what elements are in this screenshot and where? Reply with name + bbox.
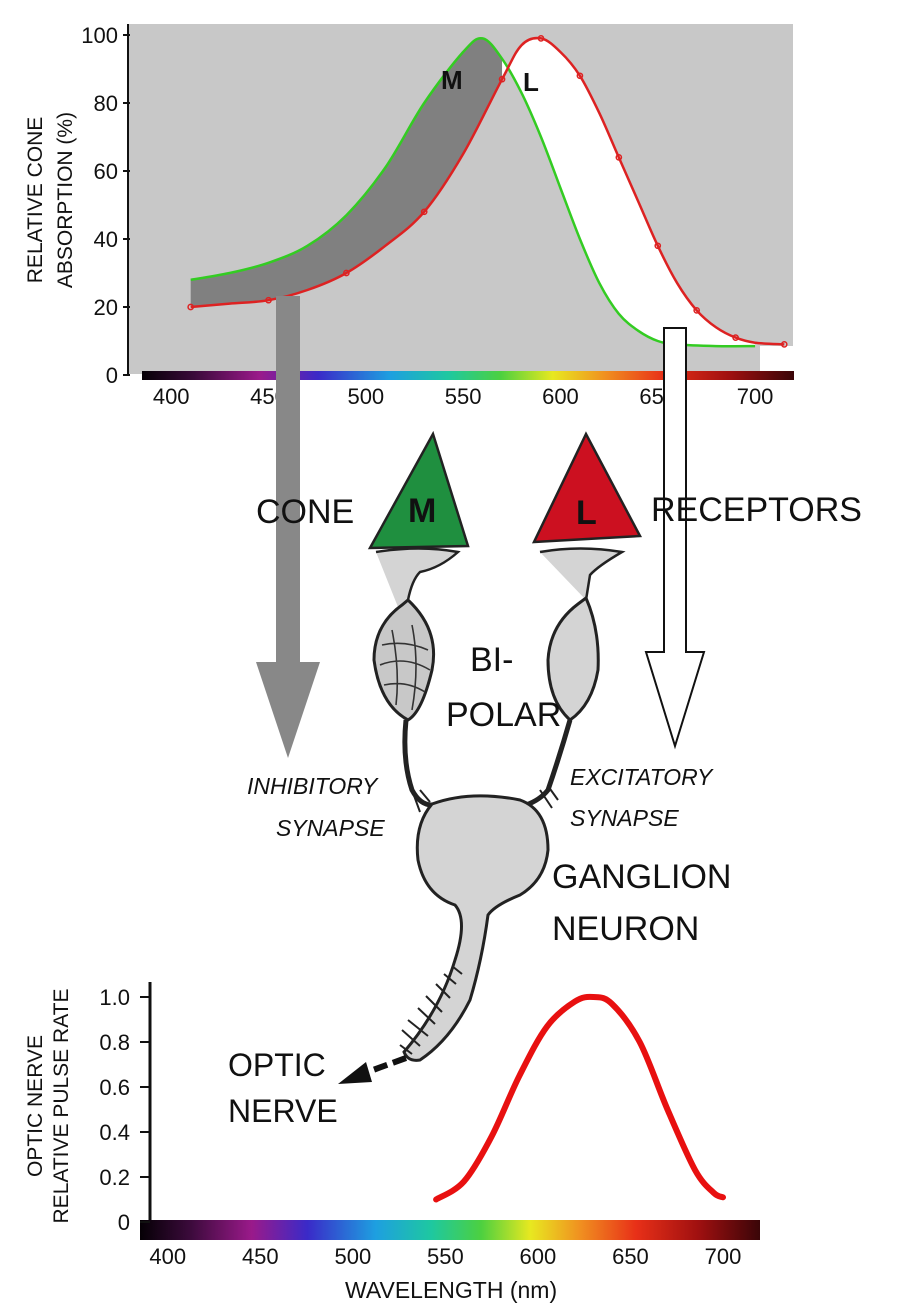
l-bipolar-cell-body (546, 595, 600, 722)
bipolar-label-line-1: BI- (470, 641, 513, 679)
m-minus-l-shaded-region (190, 38, 503, 308)
bottom-x-tick-label: 700 (705, 1244, 742, 1269)
bottom-ylabel-line-2: RELATIVE PULSE RATE (50, 989, 73, 1224)
x-tick-label: 600 (542, 384, 579, 409)
l-cone-letter: L (576, 494, 597, 532)
ganglion-label-line-1: GANGLION (552, 858, 731, 896)
excitatory-synapse-terminal (539, 785, 559, 809)
x-tick-label: 500 (347, 384, 384, 409)
x-tick-label: 700 (737, 384, 774, 409)
curve-label-m: M (441, 65, 463, 95)
l-data-point (343, 269, 350, 277)
l-bipolar-axon (525, 719, 573, 808)
y-tick-label: 80 (94, 91, 118, 116)
optic-nerve-output-line (360, 1055, 408, 1077)
m-bipolar-axon (402, 719, 433, 808)
l-data-point (576, 72, 584, 80)
l-cone-cell (531, 431, 643, 544)
l-cone-data-points (187, 35, 788, 348)
inhibitory-synapse-terminal (411, 789, 431, 813)
l-data-point (615, 154, 623, 161)
l-data-point (420, 208, 428, 216)
m-cone-cell (367, 430, 470, 550)
top-ylabel-line-2: ABSORPTION (%) (54, 112, 77, 288)
l-data-point (187, 303, 195, 311)
bottom-y-tick-label: 0.4 (99, 1120, 130, 1145)
top-ylabel-line-1: RELATIVE CONE (24, 117, 47, 283)
m-cone-letter: M (408, 492, 436, 530)
m-bipolar-texture (379, 624, 431, 711)
l-minus-m-white-region (502, 38, 756, 347)
retinal-circuit: M L (338, 430, 643, 1084)
bottom-spectrum-bar (140, 1220, 760, 1240)
optic-label-line-2: NERVE (228, 1093, 338, 1129)
optic-nerve-arrowhead (338, 1062, 372, 1084)
optic-nerve-response-chart: 0 0.2 0.4 0.6 0.8 1.0 400 450 500 550 600 650 700 W… (24, 982, 760, 1303)
ganglion-label-line-2: NEURON (552, 910, 699, 948)
excitatory-pathway-arrow (644, 327, 706, 750)
cone-label: CONE (256, 493, 354, 531)
inhibitory-label-line-2: SYNAPSE (276, 815, 385, 841)
l-data-point (265, 296, 272, 304)
m-cone-curve (190, 36, 756, 348)
y-tick-label: 100 (81, 23, 118, 48)
x-tick-label: 550 (445, 384, 482, 409)
l-data-point (780, 341, 788, 348)
bottom-x-axis-title: WAVELENGTH (nm) (345, 1277, 557, 1303)
curve-label-l: L (523, 67, 539, 97)
wavelength-spectrum-bar (142, 371, 794, 380)
bottom-y-tick-labels: 0 0.2 0.4 0.6 0.8 1.0 (99, 985, 150, 1235)
inhibitory-label-line-1: INHIBITORY (247, 773, 379, 799)
bottom-x-tick-label: 450 (242, 1244, 279, 1269)
bottom-x-tick-label: 500 (334, 1244, 371, 1269)
y-tick-labels: 0 20 40 60 80 100 (81, 23, 130, 388)
x-tick-label: 400 (153, 384, 190, 409)
y-tick-label: 60 (94, 159, 118, 184)
bottom-y-tick-label: 0.6 (99, 1075, 130, 1100)
bottom-x-tick-label: 400 (149, 1244, 186, 1269)
bottom-y-tick-label: 0 (118, 1210, 130, 1235)
l-cone-pedicle (539, 547, 626, 601)
bottom-x-tick-label: 600 (520, 1244, 557, 1269)
y-tick-label: 0 (106, 363, 118, 388)
bipolar-label-line-2: POLAR (446, 696, 561, 734)
excitatory-label-line-2: SYNAPSE (570, 805, 679, 831)
top-y-axis-title: RELATIVE CONE ABSORPTION (%) (24, 112, 77, 288)
excitatory-label-line-1: EXCITATORY (570, 764, 714, 790)
optic-nerve-hatching (399, 965, 463, 1055)
bottom-y-tick-label: 1.0 (99, 985, 130, 1010)
bottom-x-tick-label: 550 (427, 1244, 464, 1269)
l-data-point (537, 35, 545, 42)
bottom-ylabel-line-1: OPTIC NERVE (24, 1035, 47, 1177)
bottom-y-axis-title: OPTIC NERVE RELATIVE PULSE RATE (24, 989, 73, 1224)
y-tick-label: 20 (94, 295, 118, 320)
optic-label-line-1: OPTIC (228, 1047, 326, 1083)
l-data-point (732, 334, 739, 341)
l-data-point (498, 75, 506, 83)
receptors-label: RECEPTORS (651, 491, 862, 529)
inhibitory-pathway-arrow (256, 296, 320, 758)
pulse-rate-curve (433, 993, 726, 1203)
m-cone-pedicle (375, 547, 461, 613)
l-data-point (693, 307, 701, 314)
bottom-x-tick-labels: 400 450 500 550 600 650 700 (149, 1244, 741, 1269)
bottom-y-tick-label: 0.8 (99, 1030, 130, 1055)
m-bipolar-cell-body (372, 597, 436, 722)
l-cone-curve (190, 36, 785, 346)
bottom-x-tick-label: 650 (612, 1244, 649, 1269)
l-data-point (654, 242, 662, 250)
y-tick-label: 40 (94, 227, 118, 252)
ganglion-neuron-body (402, 794, 550, 1062)
bottom-y-tick-label: 0.2 (99, 1165, 130, 1190)
